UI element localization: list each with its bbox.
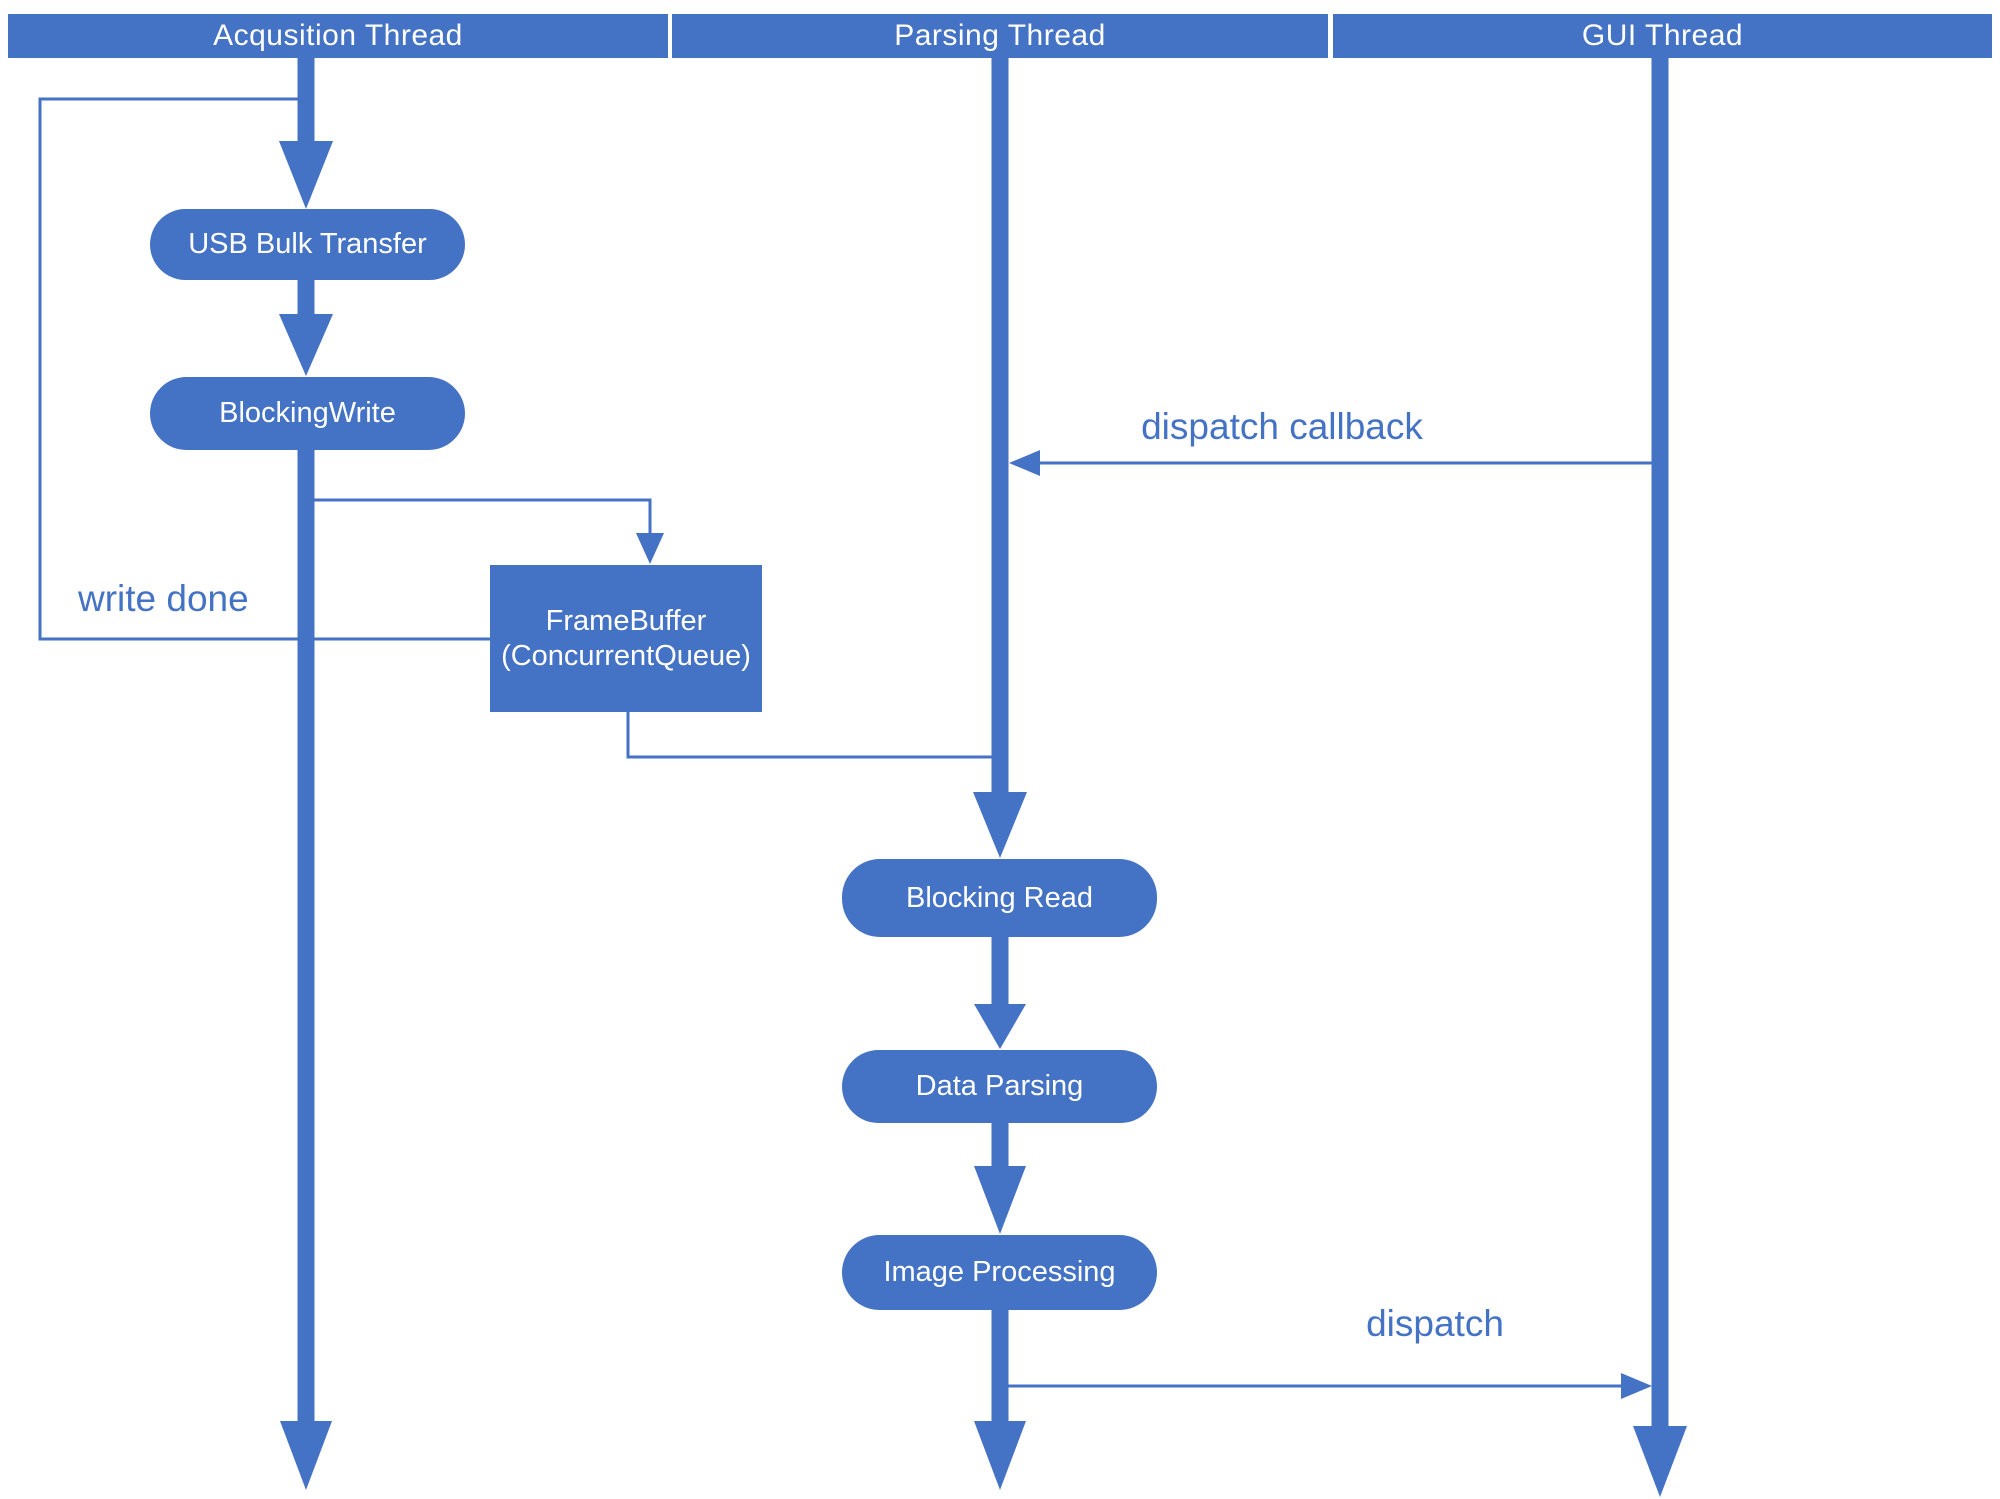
- parsing-lifeline-arrow-4: [974, 1310, 1026, 1490]
- acquisition-lifeline-arrow-1: [279, 57, 333, 209]
- node-blocking-read-label: Blocking Read: [906, 881, 1093, 914]
- dispatch-callback-arrow: [1009, 450, 1652, 476]
- parsing-lifeline-arrow-1: [973, 57, 1027, 858]
- dispatch-arrow: [1008, 1373, 1652, 1399]
- lane-label-acquisition: Acqusition Thread: [213, 19, 463, 52]
- acquisition-lifeline-arrow-3: [280, 450, 332, 1490]
- node-blocking-write: BlockingWrite: [150, 377, 465, 450]
- edge-label-dispatch-callback: dispatch callback: [1141, 406, 1423, 447]
- lane-header-acquisition-thread: Acqusition Thread: [8, 14, 668, 58]
- parsing-lifeline-arrow-3: [974, 1123, 1026, 1234]
- lane-header-gui-thread: GUI Thread: [1333, 14, 1992, 58]
- lane-label-parsing: Parsing Thread: [894, 19, 1106, 52]
- lane-label-gui: GUI Thread: [1581, 19, 1744, 52]
- edge-label-write-done: write done: [78, 578, 249, 619]
- gui-lifeline-arrow: [1633, 57, 1687, 1497]
- node-data-parsing-label: Data Parsing: [915, 1070, 1084, 1103]
- edge-label-dispatch: dispatch: [1366, 1303, 1504, 1344]
- acquisition-lifeline-arrow-2: [279, 280, 333, 376]
- node-image-processing-label: Image Processing: [883, 1256, 1116, 1289]
- lane-header-parsing-thread: Parsing Thread: [672, 14, 1328, 58]
- node-frame-buffer-label-line2: (ConcurrentQueue): [501, 639, 751, 672]
- node-usb-bulk-transfer: USB Bulk Transfer: [150, 209, 465, 280]
- node-frame-buffer-label-line1: FrameBuffer: [545, 605, 707, 638]
- node-usb-bulk-transfer-label: USB Bulk Transfer: [188, 228, 427, 261]
- framebuffer-to-parsing-line: [626, 712, 992, 759]
- blockingwrite-to-framebuffer-arrow: [306, 498, 664, 564]
- node-frame-buffer: FrameBuffer (ConcurrentQueue): [490, 565, 762, 712]
- node-blocking-read: Blocking Read: [842, 859, 1157, 937]
- write-done-loop-line: [38, 97, 490, 641]
- node-image-processing: Image Processing: [842, 1235, 1157, 1310]
- node-blocking-write-label: BlockingWrite: [219, 397, 396, 430]
- node-data-parsing: Data Parsing: [842, 1050, 1157, 1123]
- parsing-lifeline-arrow-2: [974, 937, 1026, 1049]
